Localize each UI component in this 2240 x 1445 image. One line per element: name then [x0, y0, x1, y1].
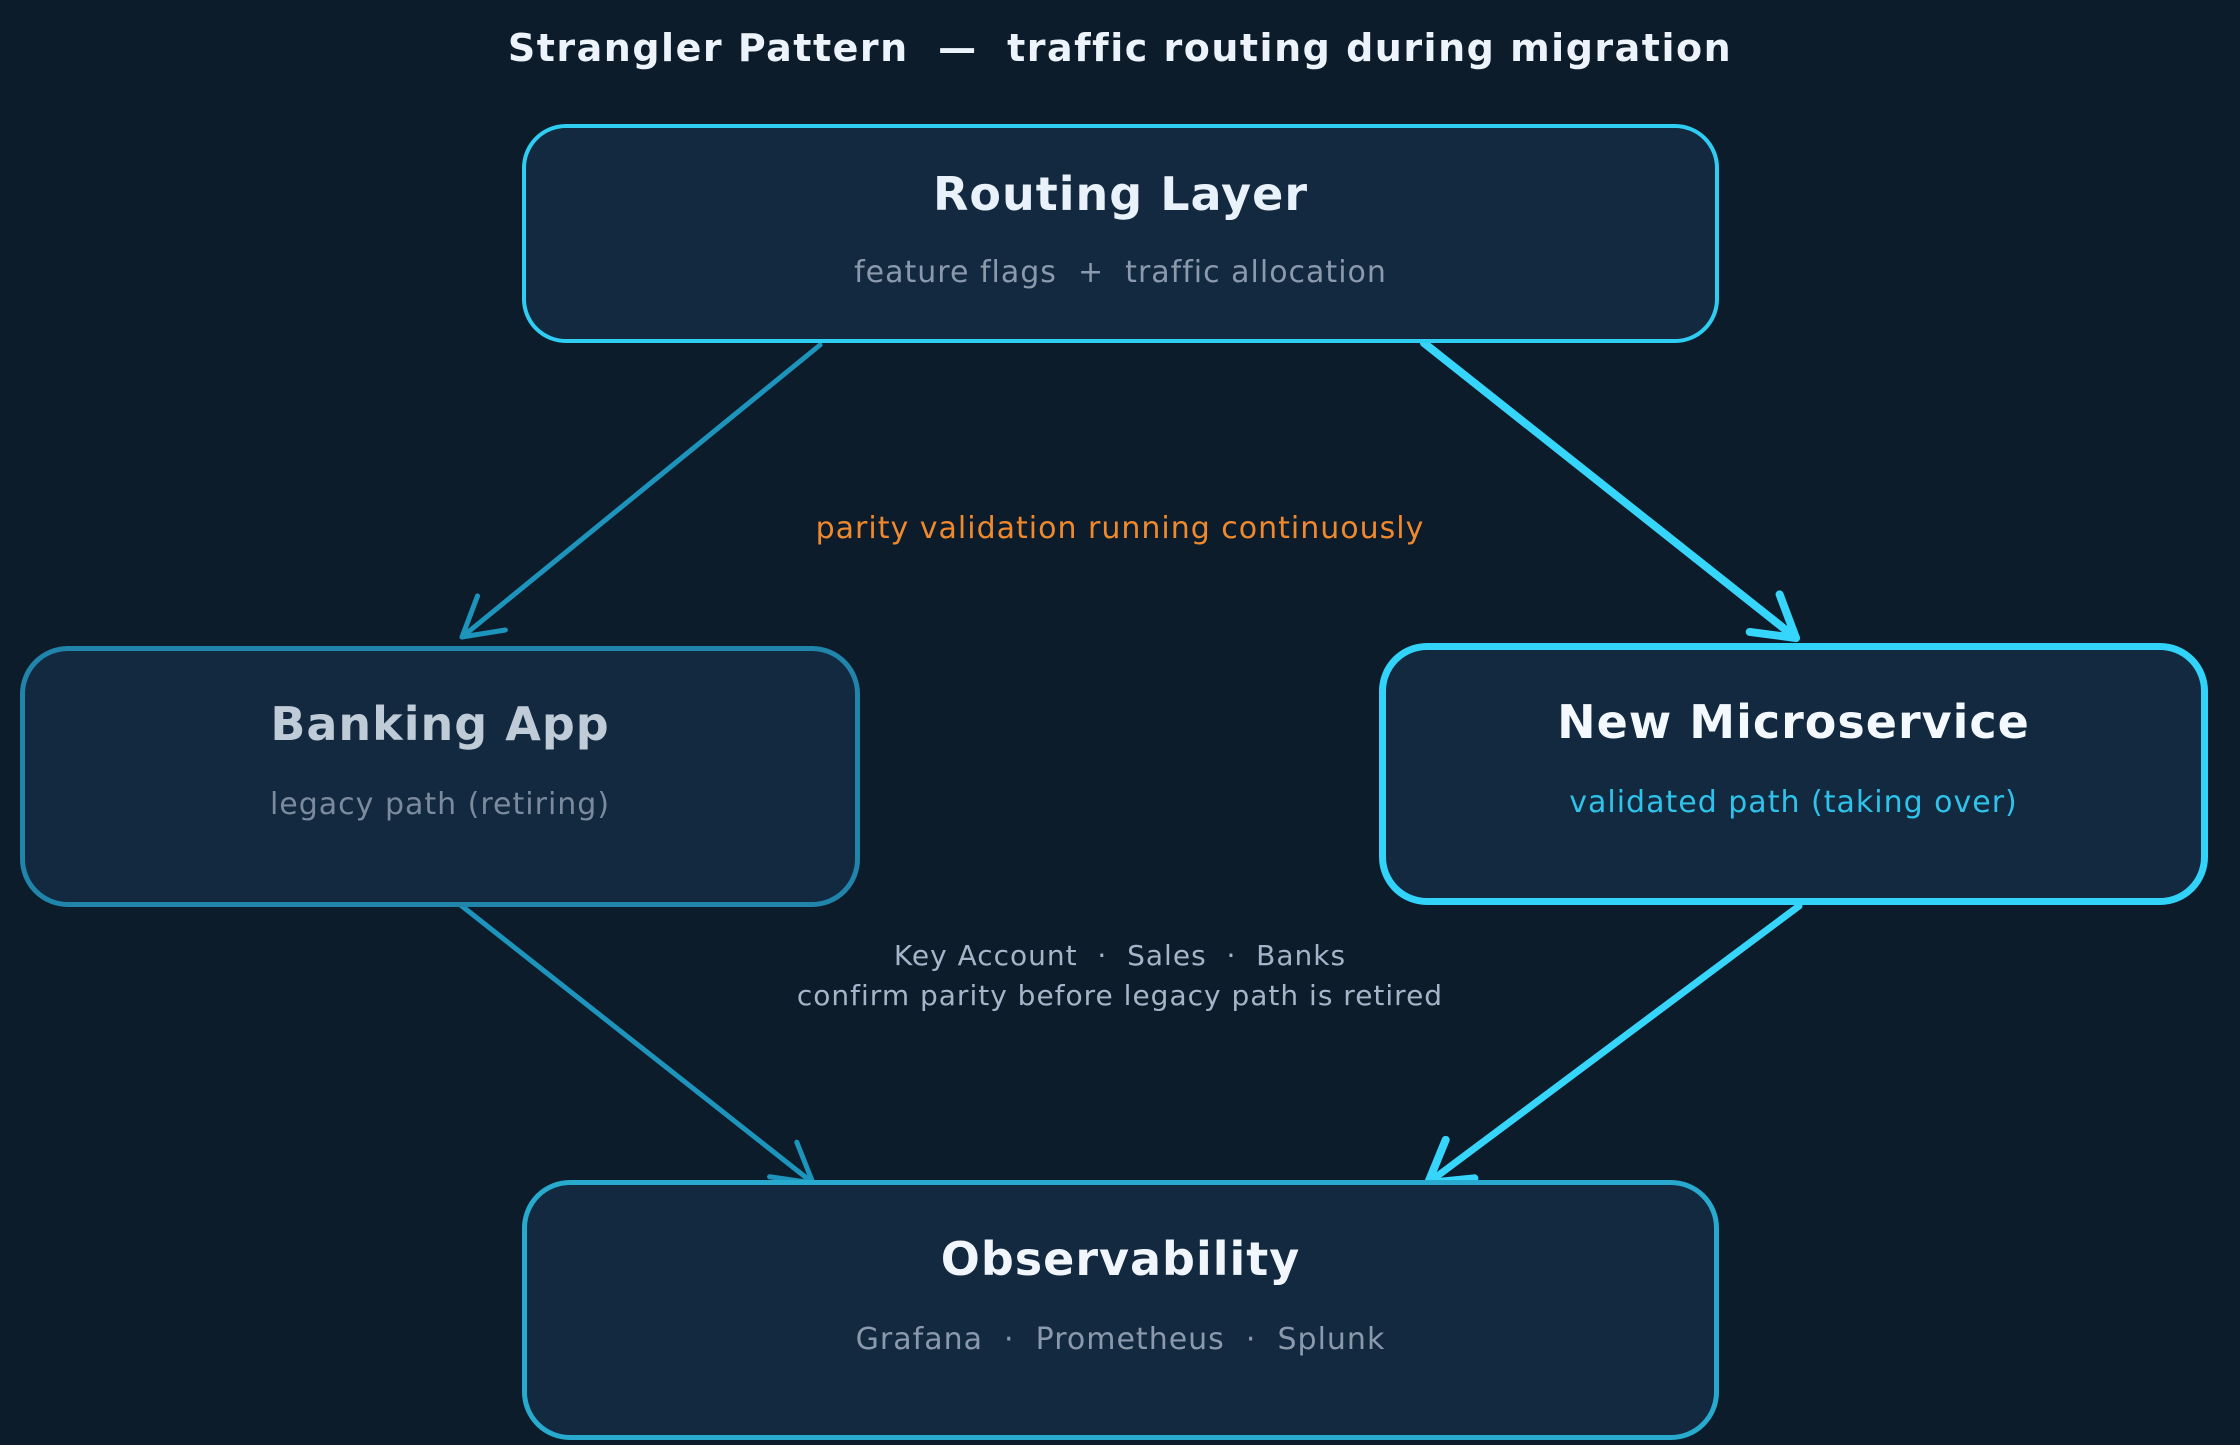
node-banking-app-title: Banking App — [270, 697, 610, 751]
arrow-routing-to-banking — [459, 342, 823, 640]
node-new-microservice-subtitle: validated path (taking over) — [1569, 784, 2018, 820]
parity-validation-note: parity validation running continuously — [815, 510, 1425, 546]
node-routing-layer-subtitle: feature flags + traffic allocation — [854, 255, 1387, 290]
node-banking-app-subtitle: legacy path (retiring) — [269, 787, 611, 822]
node-observability-subtitle: Grafana · Prometheus · Splunk — [855, 1321, 1386, 1357]
node-routing-layer-title: Routing Layer — [932, 167, 1309, 221]
stakeholder-confirmation-note: Key Account · Sales · Banks confirm pari… — [0, 936, 2240, 1016]
node-routing-layer: Routing Layer feature flags + traffic al… — [522, 124, 1719, 343]
diagram-title: Strangler Pattern — traffic routing duri… — [507, 26, 1733, 70]
stakeholder-note-line1: Key Account · Sales · Banks — [893, 939, 1347, 972]
stakeholder-note-line2: confirm parity before legacy path is ret… — [796, 979, 1444, 1012]
node-new-microservice-title: New Microservice — [1557, 694, 2030, 749]
node-new-microservice: New Microservice validated path (taking … — [1379, 643, 2208, 905]
node-observability-title: Observability — [940, 1231, 1301, 1286]
node-banking-app: Banking App legacy path (retiring) — [20, 646, 860, 907]
arrow-routing-to-microservice — [1420, 339, 1800, 642]
node-observability: Observability Grafana · Prometheus · Spl… — [522, 1180, 1719, 1440]
arrow-microservice-to-observability — [1424, 902, 1803, 1187]
arrow-banking-to-observability — [455, 900, 816, 1186]
